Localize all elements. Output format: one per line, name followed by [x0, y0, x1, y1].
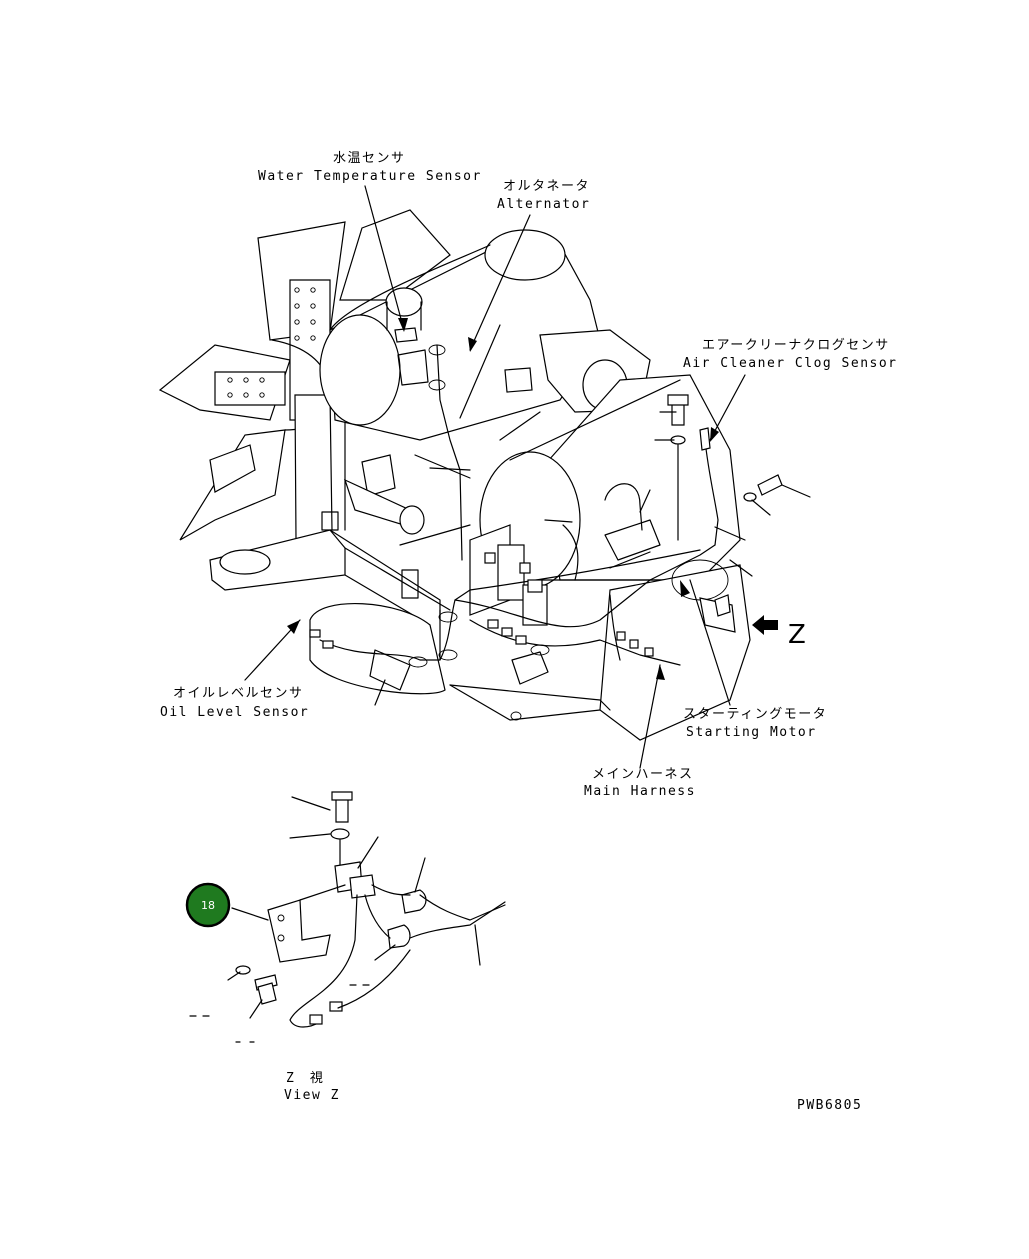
filters	[343, 454, 548, 626]
svg-text:Starting Motor: Starting Motor	[686, 725, 817, 740]
bolts-upper	[667, 394, 783, 541]
drawing-number: PWB6805	[797, 1098, 862, 1113]
view-z-leaders	[227, 796, 481, 1019]
svg-text:スターティングモータ: スターティングモータ	[683, 707, 827, 722]
wiring-harness	[309, 344, 719, 691]
callout-18[interactable]: 18	[185, 882, 231, 928]
label-main-harness: メインハーネス Main Harness	[584, 767, 696, 799]
label-water-temp-sensor: 水温センサ Water Temperature Sensor	[258, 151, 482, 184]
view-z-detail	[235, 791, 506, 1028]
view-z-marker: Z	[788, 620, 806, 650]
leader-lines	[244, 185, 811, 769]
svg-text:Water Temperature Sensor: Water Temperature Sensor	[258, 169, 482, 184]
view-z-arrow-icon	[752, 615, 778, 635]
sensor-bracket	[699, 594, 736, 633]
svg-text:オルタネータ: オルタネータ	[503, 179, 590, 194]
svg-text:Air Cleaner Clog Sensor: Air Cleaner Clog Sensor	[683, 356, 898, 371]
leader-arrowheads	[287, 318, 719, 680]
label-air-cleaner-clog-sensor: エアークリーナクログセンサ Air Cleaner Clog Sensor	[683, 338, 898, 371]
cooling-fan	[158, 209, 451, 541]
svg-text:水温センサ: 水温センサ	[333, 151, 406, 166]
label-alternator: オルタネータ Alternator	[497, 179, 590, 212]
svg-text:エアークリーナクログセンサ: エアークリーナクログセンサ	[702, 338, 890, 353]
svg-text:メインハーネス: メインハーネス	[592, 767, 694, 782]
svg-text:Alternator: Alternator	[497, 197, 590, 212]
svg-text:View Z: View Z	[284, 1088, 340, 1103]
svg-text:Z 視: Z 視	[286, 1071, 324, 1086]
svg-text:オイルレベルセンサ: オイルレベルセンサ	[173, 686, 304, 701]
label-oil-level-sensor: オイルレベルセンサ Oil Level Sensor	[160, 686, 309, 720]
label-view-z: Z 視 View Z	[284, 1071, 340, 1103]
svg-text:Oil Level Sensor: Oil Level Sensor	[160, 705, 309, 720]
chassis-frame	[209, 379, 451, 626]
svg-text:18: 18	[201, 899, 215, 912]
oil-pan	[309, 602, 611, 721]
svg-text:Main Harness: Main Harness	[584, 784, 696, 799]
label-starting-motor: スターティングモータ Starting Motor	[683, 707, 827, 740]
dash-marks	[189, 984, 370, 1043]
